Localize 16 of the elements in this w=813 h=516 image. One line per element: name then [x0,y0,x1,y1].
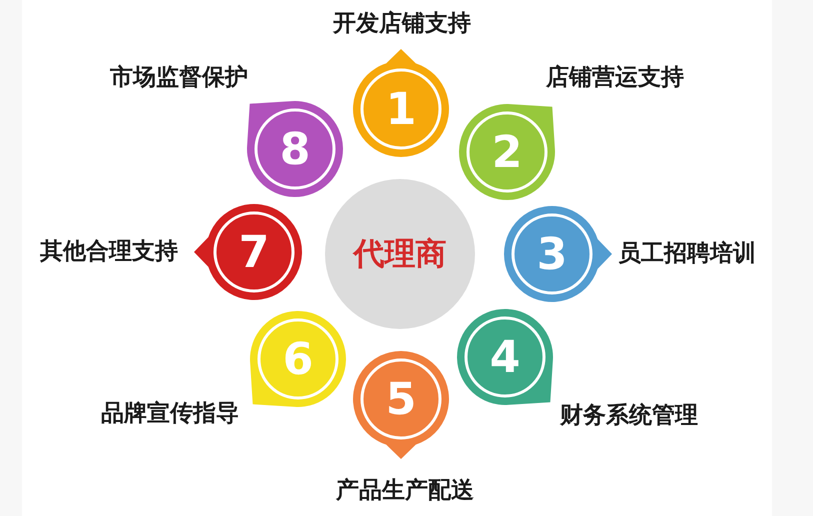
item-label: 开发店铺支持 [333,12,471,36]
badge-number: 8 [280,128,310,172]
badge-number: 3 [536,233,568,277]
item-label: 产品生产配送 [336,480,474,502]
badge-number: 2 [492,131,522,175]
item-label: 店铺营运支持 [546,66,684,90]
item-label: 市场监督保护 [110,66,248,90]
item-label: 其他合理支持 [40,240,178,264]
badge-number: 7 [238,231,270,275]
badge-number: 5 [386,378,416,422]
badge-number: 1 [386,88,416,132]
item-label: 员工招聘培训 [618,242,756,266]
item-label: 品牌宣传指导 [101,402,239,426]
item-label: 财务系统管理 [560,404,698,428]
badge-number: 6 [282,338,314,382]
badge-number: 4 [490,336,520,380]
